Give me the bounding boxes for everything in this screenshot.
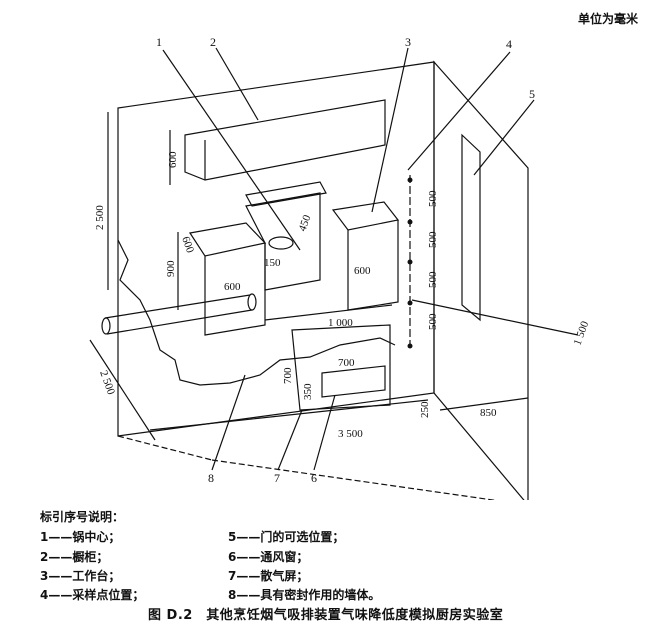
callout-8: 8 (208, 471, 214, 485)
right-wall (433, 60, 529, 500)
callout-4: 4 (506, 37, 512, 51)
callout-7: 7 (274, 471, 280, 485)
floor-front-edge (117, 435, 213, 461)
leader-5 (473, 99, 535, 176)
leader-1 (162, 49, 301, 251)
dim-screen-height: 700 (282, 367, 294, 384)
sampling-point (407, 177, 413, 183)
dim-room-length: 3 500 (338, 428, 363, 440)
dim-sample-spacing-3: 500 (427, 271, 439, 288)
legend-item-2: 2——橱柜； (40, 550, 109, 564)
leader-3 (371, 47, 409, 213)
leader-2 (215, 47, 259, 121)
callout-5: 5 (529, 87, 535, 101)
dim-cabinet-height: 600 (167, 151, 179, 168)
sealing-wall (117, 239, 396, 386)
dim-gap-250: 250 (419, 401, 431, 418)
door-option (461, 133, 481, 322)
sampling-points (407, 177, 413, 349)
legend-item-6: 6——通风窗； (228, 550, 309, 564)
legend-item-1: 1——锅中心； (40, 530, 121, 544)
leader-6 (313, 394, 336, 471)
legend-item-8: 8——具有密封作用的墙体。 (228, 588, 381, 602)
duct-pipe-end-right (247, 293, 257, 311)
leader-8 (211, 374, 246, 471)
figure-caption: 图 D.2 其他烹饪烟气吸排装置气味降低度模拟厨房实验室 (148, 608, 504, 623)
dim-door-offset: 850 (480, 407, 497, 419)
legend-item-7: 7——散气屏； (228, 569, 309, 583)
callout-2: 2 (210, 35, 216, 49)
callout-1: 1 (156, 35, 162, 49)
sample-distance-line (411, 299, 579, 336)
dim-sample-spacing-1: 500 (427, 190, 439, 207)
dim-room-height: 2 500 (94, 205, 106, 230)
dim-vent-width: 700 (338, 357, 355, 369)
left-counter (189, 222, 267, 257)
stove-counter (245, 192, 321, 291)
leader-7 (277, 409, 303, 471)
legend-item-5: 5——门的可选位置； (228, 530, 345, 544)
dim-line-length (149, 399, 429, 431)
right-counter-body (347, 220, 399, 311)
dim-pot-offset: 450 (297, 213, 314, 233)
dim-left-counter: 600 (224, 281, 241, 293)
unit-note: 单位为毫米 (577, 12, 638, 26)
callout-3: 3 (405, 35, 411, 49)
duct-pipe-end-left (101, 317, 111, 335)
dim-right-counter: 600 (354, 265, 371, 277)
sampling-point (407, 343, 413, 349)
legend-title: 标引序号说明： (40, 510, 125, 524)
dim-room-depth: 2 500 (97, 369, 117, 397)
dim-counter-height: 900 (165, 260, 177, 277)
sampling-point (407, 300, 413, 306)
callout-6: 6 (311, 471, 317, 485)
dim-pot-side: 150 (264, 257, 281, 269)
sampling-point (407, 259, 413, 265)
dim-line-depth (89, 339, 156, 441)
leader-4 (407, 51, 511, 171)
right-counter (331, 201, 400, 231)
kitchen-lab-drawing: 1 2 3 4 5 6 7 8 600 2 500 900 600 450 15… (89, 35, 592, 500)
dim-line-wall-width (264, 304, 393, 321)
dim-sample-distance: 1 500 (572, 319, 592, 347)
dim-wall-width: 1 000 (328, 317, 353, 329)
pot-center (268, 236, 294, 250)
dim-sample-spacing-2: 500 (427, 231, 439, 248)
range-hood (245, 181, 327, 207)
sampling-point (407, 219, 413, 225)
dim-sample-spacing-4: 500 (427, 313, 439, 330)
duct-pipe-lower (106, 309, 253, 335)
dim-counter-depth: 600 (179, 235, 196, 255)
diffuser-screen (291, 324, 391, 411)
dim-line-door (439, 397, 529, 411)
dim-screen-gap: 350 (302, 383, 314, 400)
legend-item-3: 3——工作台； (40, 569, 121, 583)
floor-right-edge (211, 459, 498, 500)
legend-item-4: 4——采样点位置； (40, 588, 145, 602)
ventilation-window (321, 365, 386, 398)
wall-cabinet (184, 99, 386, 181)
